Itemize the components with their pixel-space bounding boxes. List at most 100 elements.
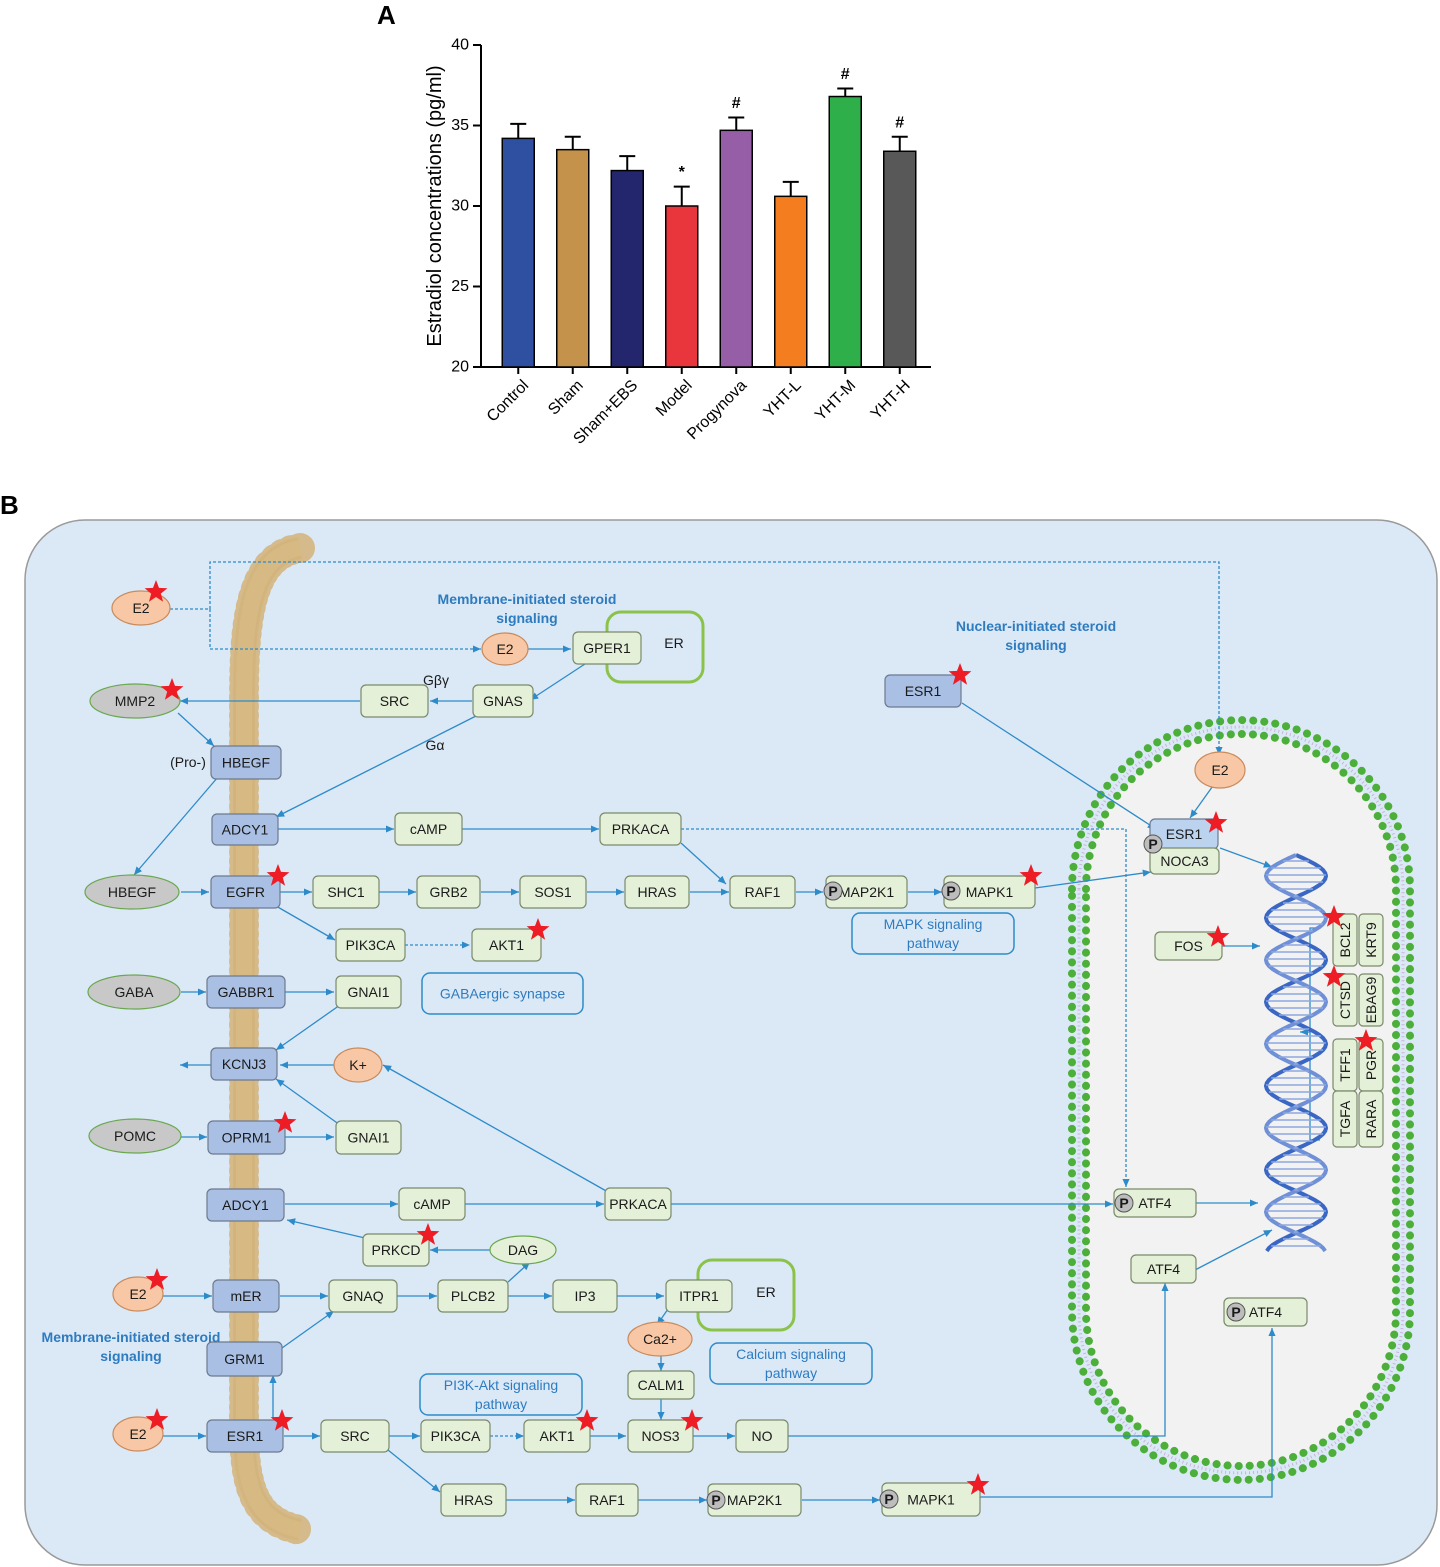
nuclear-membrane-outer xyxy=(1068,716,1414,1484)
node-raf1-bottom: RAF1 xyxy=(575,1483,639,1517)
arrow-mapk1-noca3 xyxy=(1034,869,1152,889)
significance-marker: # xyxy=(895,114,904,131)
node-mapk1-top-label: MAPK1 xyxy=(966,884,1014,900)
node-adcy1-top: ADCY1 xyxy=(211,813,279,846)
node-sos1: SOS1 xyxy=(519,875,587,909)
node-camp-top-label: cAMP xyxy=(410,821,447,837)
node-e2-outside-top-shape xyxy=(111,590,171,626)
node-esr1-membrane-box xyxy=(206,1419,284,1453)
target-gene-ebag9: EBAG9 xyxy=(1358,973,1384,1027)
arrow-atf4-dna-b xyxy=(1194,1229,1273,1271)
node-hras-bottom: HRAS xyxy=(440,1483,507,1517)
arrow-e2-esr1 xyxy=(1189,782,1216,819)
arrow-gnai1-kcnj3 xyxy=(275,1004,341,1051)
arrow-no-atf4 xyxy=(788,1283,1169,1437)
nuclear-membrane-core xyxy=(1077,725,1405,1475)
node-hras-bottom-box xyxy=(440,1483,507,1517)
node-itpr1: ITPR1 xyxy=(665,1279,733,1313)
node-shc1-box xyxy=(312,875,380,909)
label-g-alpha: Gα xyxy=(426,737,445,753)
pathway-box-pi3k-akt-box xyxy=(419,1373,583,1416)
node-gnai1-top: GNAI1 xyxy=(335,975,402,1009)
node-mer-label: mER xyxy=(230,1288,261,1304)
y-tick-label: 40 xyxy=(451,37,469,54)
node-adcy1-bottom-label: ADCY1 xyxy=(222,1197,269,1213)
node-atf4-no-label: ATF4 xyxy=(1147,1261,1180,1277)
phospho-label: P xyxy=(1119,1195,1128,1211)
phospho-circle xyxy=(1114,1193,1134,1213)
target-gene-label: BCL2 xyxy=(1337,922,1353,957)
pathway-box-mapk-label: MAPK signaling xyxy=(884,916,983,932)
node-mmp2-shape xyxy=(89,683,181,719)
node-esr1-cytoplasm-label: ESR1 xyxy=(905,683,942,699)
node-raf1-top: RAF1 xyxy=(729,875,796,909)
red-star-marker xyxy=(145,1408,169,1430)
node-e2-mer: E2 xyxy=(112,1276,164,1312)
node-e2-nucleus-label: E2 xyxy=(1211,762,1228,778)
node-src-bottom-box xyxy=(320,1419,390,1453)
node-gaba-label: GABA xyxy=(115,984,155,1000)
phospho-marker: P xyxy=(1114,1193,1134,1213)
node-pik3ca-top-label: PIK3CA xyxy=(346,937,396,953)
node-kcnj3-label: KCNJ3 xyxy=(222,1056,267,1072)
node-prkcd-label: PRKCD xyxy=(371,1242,420,1258)
node-adcy1-bottom-box xyxy=(206,1188,285,1222)
target-gene-box xyxy=(1332,1090,1358,1148)
node-grm1-box xyxy=(206,1341,283,1377)
node-gaba-shape xyxy=(87,974,181,1010)
pathway-box-pi3k-akt-label: PI3K-Akt signaling xyxy=(444,1377,558,1393)
target-gene-box xyxy=(1358,913,1384,967)
significance-marker: * xyxy=(679,164,686,181)
node-pik3ca-bottom: PIK3CA xyxy=(420,1419,491,1453)
node-hras-top-box xyxy=(624,875,690,909)
phospho-label: P xyxy=(1148,836,1157,852)
node-hbegf-membrane-label: HBEGF xyxy=(222,755,270,771)
node-gnas-label: GNAS xyxy=(483,693,523,709)
label-pro: (Pro-) xyxy=(170,754,206,770)
node-prkaca-top-label: PRKACA xyxy=(612,821,670,837)
arrow-prkcd-adcy1 xyxy=(286,1218,366,1239)
node-grm1: GRM1 xyxy=(206,1341,283,1377)
node-akt1-top: AKT1 xyxy=(471,928,542,962)
node-pomc-label: POMC xyxy=(114,1128,156,1144)
phospho-label: P xyxy=(884,1491,893,1507)
pathway-box-calcium-box xyxy=(709,1342,873,1385)
red-star-marker xyxy=(1206,925,1230,947)
panel-a-letter: A xyxy=(377,0,396,30)
node-no: NO xyxy=(735,1419,789,1453)
node-src-top-label: SRC xyxy=(380,693,410,709)
node-no-box xyxy=(735,1419,789,1453)
node-noca3-box xyxy=(1149,847,1220,875)
node-hbegf-soluble-shape xyxy=(84,874,180,910)
arrow-noca3-dna xyxy=(1219,847,1273,868)
node-fos-box xyxy=(1154,931,1223,961)
node-dag: DAG xyxy=(489,1235,557,1265)
node-ip3: IP3 xyxy=(552,1279,618,1313)
node-gnaq: GNAQ xyxy=(328,1279,398,1313)
significance-marker: # xyxy=(841,66,850,83)
label-nuclear-initiated-line: Nuclear-initiated steroid xyxy=(956,618,1116,634)
target-gene-label: RARA xyxy=(1363,1099,1379,1139)
bar-model xyxy=(665,205,699,368)
node-gnai1-top-label: GNAI1 xyxy=(347,984,389,1000)
node-gnas-box xyxy=(472,684,534,718)
node-map2k1-bottom-label: MAP2K1 xyxy=(727,1492,782,1508)
node-gnai1-bottom: GNAI1 xyxy=(335,1120,402,1155)
arrow-hbegf-hbegf xyxy=(133,776,219,876)
target-gene-label: TFF1 xyxy=(1337,1048,1353,1082)
node-pik3ca-bottom-label: PIK3CA xyxy=(431,1428,481,1444)
node-map2k1-bottom: MAP2K1 xyxy=(707,1483,802,1517)
node-atf4-no-box xyxy=(1130,1254,1197,1284)
node-prkaca-bottom-label: PRKACA xyxy=(609,1196,667,1212)
target-gene-label: CTSD xyxy=(1337,981,1353,1019)
node-adcy1-top-box xyxy=(211,813,279,846)
arrow-prkaca-raf1 xyxy=(680,842,727,885)
node-camp-top: cAMP xyxy=(394,812,463,846)
label-g-beta-gamma: Gβγ xyxy=(423,672,449,688)
node-egfr-box xyxy=(210,875,281,909)
